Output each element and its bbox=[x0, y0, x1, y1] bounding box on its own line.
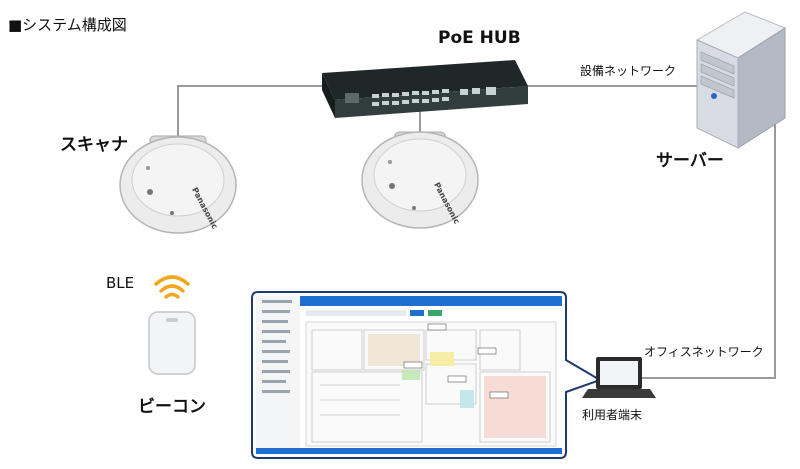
ble-signal-icon bbox=[154, 275, 190, 299]
connection-lines bbox=[177, 85, 776, 379]
equipment-network-label: 設備ネットワーク bbox=[580, 64, 677, 78]
server-label: サーバー bbox=[656, 151, 724, 171]
office-network-label: オフィスネットワーク bbox=[644, 345, 764, 359]
terminal-label: 利用者端末 bbox=[582, 408, 643, 422]
line-hub-to-scanner-left bbox=[177, 85, 330, 142]
scanner-label: スキャナ bbox=[60, 135, 128, 155]
beacon-device bbox=[148, 311, 196, 375]
app-screenshot-callout bbox=[251, 291, 603, 459]
user-terminal-laptop bbox=[582, 357, 656, 398]
beacon-label: ビーコン bbox=[138, 397, 206, 417]
ble-label: BLE bbox=[106, 274, 135, 292]
server bbox=[695, 11, 787, 149]
poe-hub bbox=[322, 60, 528, 118]
line-server-to-terminal bbox=[640, 118, 776, 379]
scanner-left-device bbox=[119, 135, 237, 234]
diagram-heading: ■システム構成図 bbox=[8, 16, 127, 34]
hub-label: PoE HUB bbox=[438, 28, 521, 48]
scanner-right-device bbox=[361, 131, 479, 229]
